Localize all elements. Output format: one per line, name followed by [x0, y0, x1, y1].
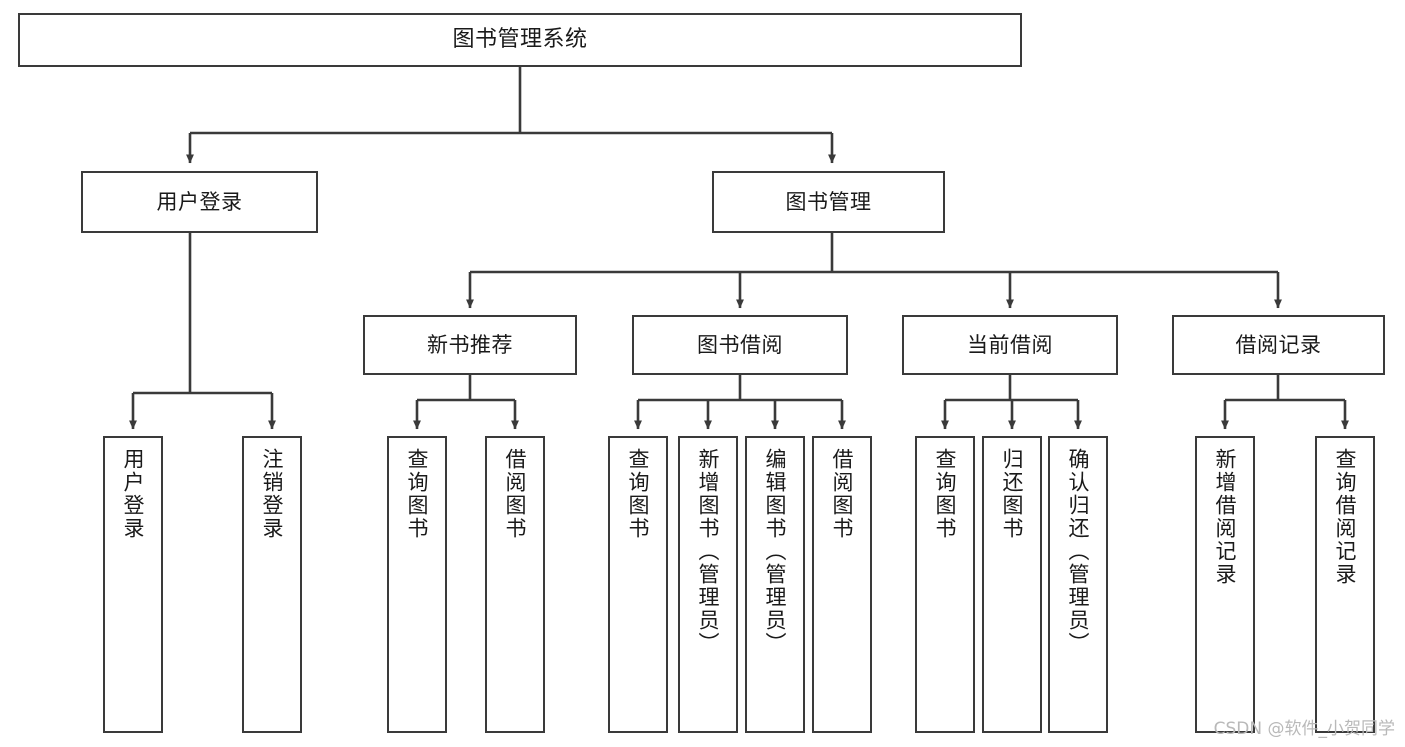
node-leaf-borrow-book-2[interactable]: 借阅图书: [812, 436, 872, 733]
node-leaf-query-record-label: 查询借阅记录: [1333, 448, 1358, 586]
node-root-label: 图书管理系统: [452, 27, 588, 53]
node-borrow-record-label: 借阅记录: [1235, 332, 1322, 357]
node-leaf-query-book-2-label: 查询图书: [626, 448, 651, 540]
node-leaf-query-book-2[interactable]: 查询图书: [608, 436, 668, 733]
csdn-watermark: CSDN @软件_小贺同学: [1213, 719, 1395, 739]
node-leaf-return-book[interactable]: 归还图书: [982, 436, 1042, 733]
node-leaf-user-logout[interactable]: 注销登录: [242, 436, 302, 733]
node-current-borrow[interactable]: 当前借阅: [902, 315, 1118, 375]
node-leaf-add-record[interactable]: 新增借阅记录: [1195, 436, 1255, 733]
node-leaf-borrow-book-2-label: 借阅图书: [830, 448, 855, 540]
node-leaf-query-book-1[interactable]: 查询图书: [387, 436, 447, 733]
node-leaf-confirm-return[interactable]: 确认归还（管理员）: [1048, 436, 1108, 733]
node-leaf-user-login[interactable]: 用户登录: [103, 436, 163, 733]
node-leaf-user-logout-label: 注销登录: [260, 448, 285, 540]
node-book-management-label: 图书管理: [785, 189, 872, 214]
node-current-borrow-label: 当前借阅: [967, 332, 1053, 357]
node-leaf-query-book-3-label: 查询图书: [933, 448, 958, 540]
node-user-login-label: 用户登录: [156, 189, 243, 214]
node-leaf-user-login-label: 用户登录: [121, 448, 146, 540]
node-leaf-query-book-3[interactable]: 查询图书: [915, 436, 975, 733]
node-user-login[interactable]: 用户登录: [81, 171, 318, 233]
node-leaf-add-book-label: 新增图书（管理员）: [696, 448, 721, 655]
node-leaf-query-book-1-label: 查询图书: [405, 448, 430, 540]
node-root[interactable]: 图书管理系统: [18, 13, 1022, 67]
node-leaf-edit-book-label: 编辑图书（管理员）: [763, 448, 788, 655]
node-leaf-add-record-label: 新增借阅记录: [1213, 448, 1238, 586]
node-book-borrow-label: 图书借阅: [697, 332, 783, 357]
node-leaf-add-book[interactable]: 新增图书（管理员）: [678, 436, 738, 733]
node-leaf-borrow-book-1[interactable]: 借阅图书: [485, 436, 545, 733]
node-book-management[interactable]: 图书管理: [712, 171, 945, 233]
node-leaf-return-book-label: 归还图书: [1000, 448, 1025, 540]
node-new-book-recommend[interactable]: 新书推荐: [363, 315, 577, 375]
node-leaf-edit-book[interactable]: 编辑图书（管理员）: [745, 436, 805, 733]
node-leaf-borrow-book-1-label: 借阅图书: [503, 448, 528, 540]
node-leaf-confirm-return-label: 确认归还（管理员）: [1066, 448, 1091, 655]
node-new-book-recommend-label: 新书推荐: [427, 332, 513, 357]
node-book-borrow[interactable]: 图书借阅: [632, 315, 848, 375]
node-borrow-record[interactable]: 借阅记录: [1172, 315, 1385, 375]
node-leaf-query-record[interactable]: 查询借阅记录: [1315, 436, 1375, 733]
